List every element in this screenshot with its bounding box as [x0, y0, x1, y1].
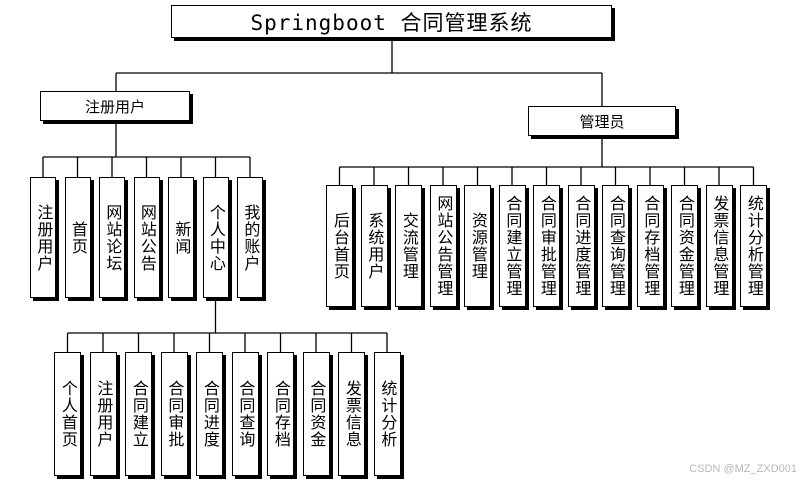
system-title-box: Springboot 合同管理系统 — [171, 5, 612, 38]
admin-module-label: 后台首页 — [330, 212, 350, 280]
user-module-label: 注册用户 — [34, 203, 54, 272]
admin-module: 交流管理 — [395, 185, 422, 307]
watermark: CSDN @MZ_ZXD001 — [689, 463, 797, 475]
admin-module-label: 发票信息管理 — [710, 195, 730, 297]
admin-module: 资源管理 — [464, 185, 491, 307]
admin-label: 管理员 — [579, 112, 625, 131]
personal-center-module: 合同存档 — [267, 352, 294, 476]
admin-box: 管理员 — [528, 106, 676, 136]
admin-module-label: 统计分析管理 — [744, 195, 764, 297]
admin-module-label: 交流管理 — [399, 212, 419, 280]
admin-module: 合同资金管理 — [671, 185, 698, 307]
personal-center-module-label: 发票信息 — [342, 380, 362, 448]
system-title: Springboot 合同管理系统 — [250, 10, 533, 35]
user-module: 网站公告 — [133, 177, 160, 298]
personal-center-module: 发票信息 — [338, 352, 365, 476]
user-module: 个人中心 — [202, 177, 229, 298]
personal-center-module-label: 合同建立 — [129, 380, 149, 448]
admin-module-label: 资源管理 — [468, 212, 488, 280]
admin-module: 网站公告管理 — [429, 185, 457, 307]
user-module: 网站论坛 — [99, 177, 125, 298]
user-module-label: 首页 — [68, 220, 88, 255]
admin-module: 合同存档管理 — [636, 185, 664, 307]
personal-center-module: 统计分析 — [373, 352, 401, 476]
admin-module: 合同建立管理 — [498, 185, 526, 307]
admin-module: 发票信息管理 — [705, 185, 733, 307]
admin-module-label: 系统用户 — [365, 212, 385, 280]
personal-center-module-label: 个人首页 — [58, 380, 78, 448]
admin-module: 合同进度管理 — [567, 185, 595, 307]
admin-module-label: 合同审批管理 — [537, 195, 557, 297]
personal-center-module: 合同进度 — [196, 352, 223, 476]
registered-user-label: 注册用户 — [84, 97, 145, 116]
admin-module: 合同查询管理 — [602, 185, 629, 307]
personal-center-module-label: 合同查询 — [236, 380, 256, 448]
personal-center-module-label: 合同资金 — [307, 380, 327, 448]
personal-center-module-label: 合同进度 — [200, 380, 220, 448]
admin-module: 后台首页 — [326, 185, 353, 307]
admin-module-label: 合同查询管理 — [606, 195, 626, 297]
user-module-label: 新闻 — [172, 220, 192, 255]
personal-center-module-label: 合同审批 — [165, 380, 185, 448]
personal-center-module: 合同查询 — [231, 352, 259, 476]
admin-module: 合同审批管理 — [533, 185, 560, 307]
admin-module-label: 合同进度管理 — [572, 195, 592, 297]
admin-module-label: 网站公告管理 — [434, 195, 454, 297]
user-module-label: 个人中心 — [206, 203, 226, 272]
user-module: 新闻 — [168, 177, 194, 298]
personal-center-module: 个人首页 — [54, 352, 81, 476]
user-module-label: 网站公告 — [137, 203, 157, 272]
admin-module-label: 合同资金管理 — [675, 195, 695, 297]
admin-module-label: 合同建立管理 — [503, 195, 523, 297]
personal-center-module-label: 注册用户 — [94, 380, 114, 448]
admin-module-label: 合同存档管理 — [641, 195, 661, 297]
personal-center-module: 合同审批 — [160, 352, 188, 476]
admin-module: 系统用户 — [360, 185, 388, 307]
user-module: 首页 — [64, 177, 91, 298]
user-module-label: 我的账户 — [241, 203, 261, 272]
personal-center-module-label: 统计分析 — [378, 380, 398, 448]
admin-module: 统计分析管理 — [740, 185, 767, 307]
personal-center-module: 合同建立 — [125, 352, 152, 476]
registered-user-box: 注册用户 — [40, 91, 190, 121]
user-module: 注册用户 — [30, 177, 56, 298]
personal-center-module: 合同资金 — [302, 352, 330, 476]
personal-center-module: 注册用户 — [89, 352, 117, 476]
user-module-label: 网站论坛 — [103, 203, 123, 272]
personal-center-module-label: 合同存档 — [271, 380, 291, 448]
user-module: 我的账户 — [237, 177, 263, 298]
